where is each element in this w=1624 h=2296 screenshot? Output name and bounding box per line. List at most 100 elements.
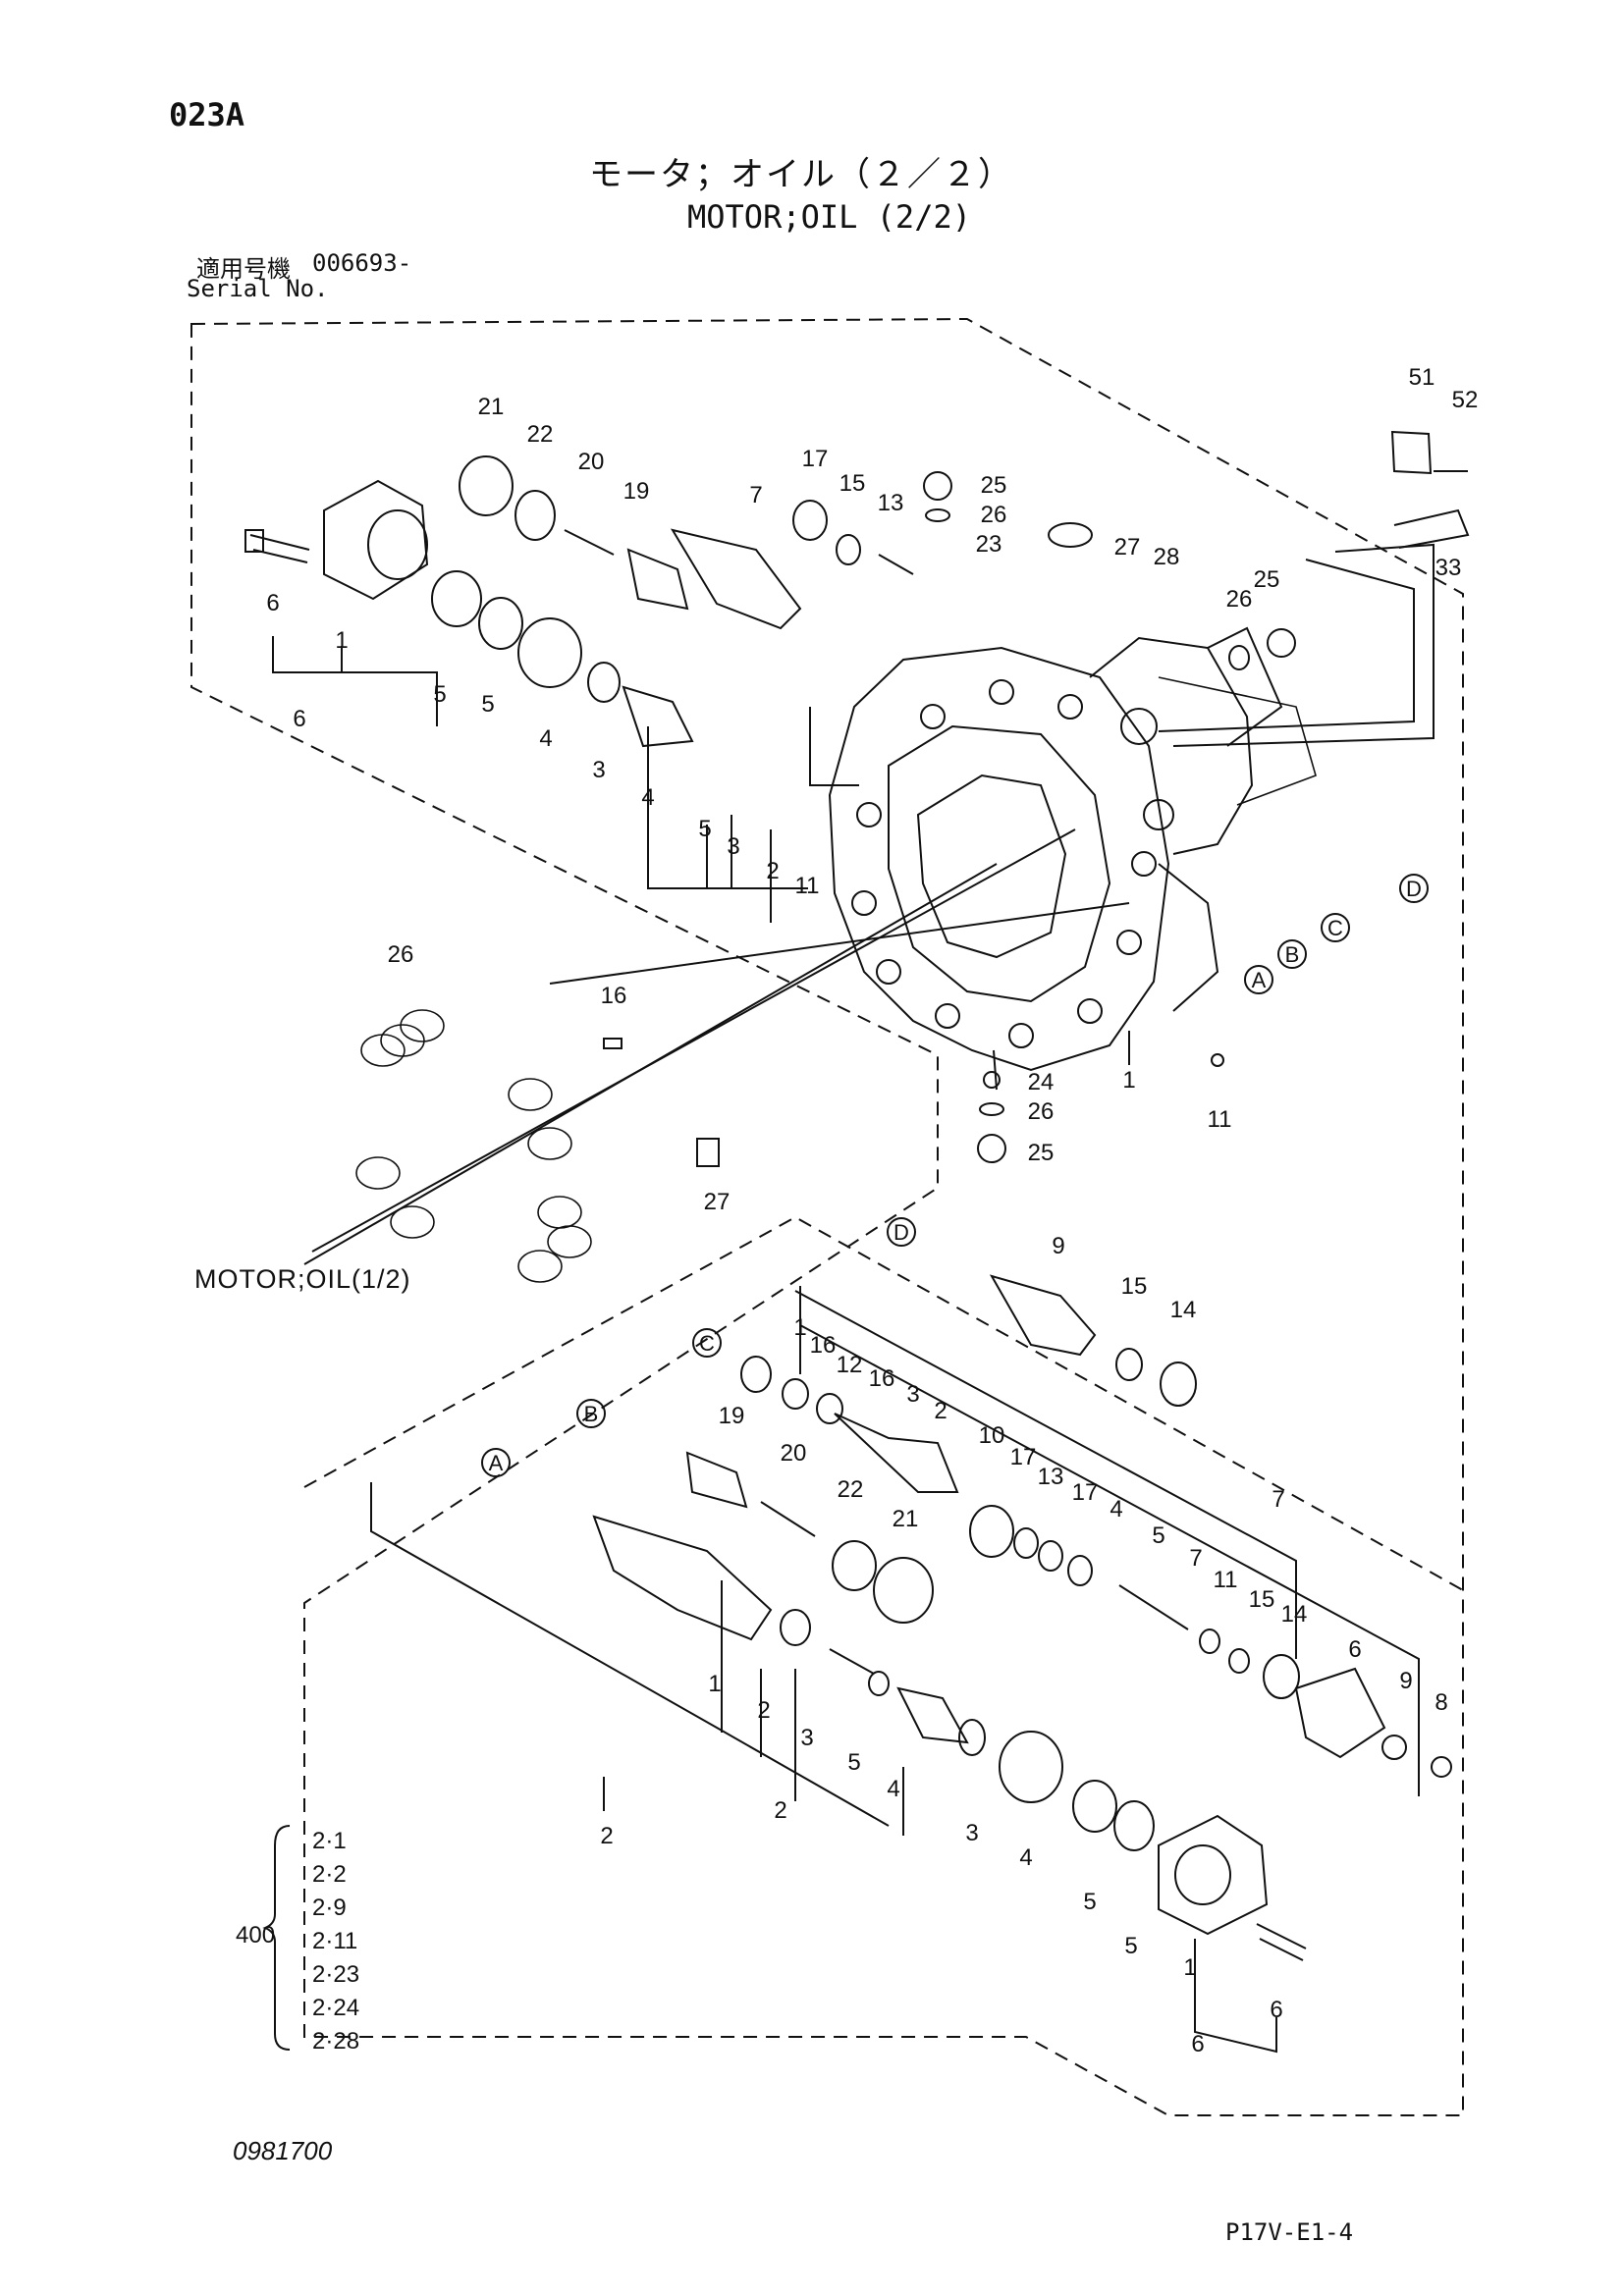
bracket-group-item: 2·23 xyxy=(312,1961,360,1988)
sleeve-4-upper xyxy=(622,685,694,748)
spool-7-upper xyxy=(670,528,802,630)
callout: 6 xyxy=(1270,1997,1282,2023)
title-japanese: モータ；オイル（２／２） xyxy=(589,155,1013,194)
circle-ref-letter: D xyxy=(893,1220,909,1245)
callout: 26 xyxy=(981,502,1007,528)
pin-16-upper xyxy=(603,1038,623,1049)
part-10-lower xyxy=(969,1505,1014,1558)
callout: 5 xyxy=(847,1749,860,1776)
callout: 27 xyxy=(704,1189,731,1215)
spring-13-upper xyxy=(878,554,914,575)
spring-4-upper xyxy=(517,617,582,688)
circled-reference-markers xyxy=(481,874,1429,1477)
callout: 5 xyxy=(1124,1933,1137,1959)
callout: 9 xyxy=(1399,1668,1412,1694)
callout: 4 xyxy=(887,1776,899,1802)
callout: 27 xyxy=(1114,534,1141,561)
callout: 6 xyxy=(1191,2031,1204,2057)
callout: 33 xyxy=(1435,555,1462,581)
callout: 21 xyxy=(478,394,505,420)
circle-ref-a-lower xyxy=(481,1448,511,1477)
callout: 4 xyxy=(641,784,654,811)
callout: 20 xyxy=(781,1440,807,1467)
document-number: 0981700 xyxy=(233,2136,333,2165)
callout: 5 xyxy=(698,816,711,842)
callout: 16 xyxy=(601,983,627,1009)
o-ring-5-lower2 xyxy=(1113,1800,1155,1851)
circle-ref-b-upper xyxy=(1277,939,1307,969)
spring-3-lower xyxy=(829,1648,875,1675)
callout: 28 xyxy=(1154,544,1180,570)
spool-19-upper xyxy=(626,548,689,611)
spring-20-upper xyxy=(564,529,615,556)
o-ring-14-lower xyxy=(1263,1654,1300,1699)
callout: 52 xyxy=(1452,387,1479,413)
ring-13-lower xyxy=(1038,1540,1063,1572)
callout: 7 xyxy=(1189,1545,1202,1572)
callout: 19 xyxy=(623,478,650,505)
callout: 1 xyxy=(793,1314,806,1341)
plate-51 xyxy=(1390,430,1433,475)
callout: 6 xyxy=(1348,1636,1361,1663)
callout: 16 xyxy=(869,1365,895,1392)
callout: 16 xyxy=(810,1332,837,1359)
callout: 14 xyxy=(1281,1601,1308,1628)
spring-4-lower xyxy=(999,1731,1063,1803)
housing-6-lower xyxy=(1294,1667,1386,1759)
callout: 23 xyxy=(976,531,1002,558)
o-ring-5-upper xyxy=(431,570,482,627)
bracket-group-item: 2·9 xyxy=(312,1895,347,1921)
pin-27-lower xyxy=(696,1138,720,1167)
ring-12-lower xyxy=(782,1378,809,1410)
circle-ref-d-lower xyxy=(887,1217,916,1247)
o-ring-26-lower xyxy=(979,1102,1004,1116)
callout: 7 xyxy=(1272,1486,1284,1513)
callout: 2 xyxy=(757,1697,770,1724)
circle-ref-letter: B xyxy=(584,1402,599,1426)
callout: 15 xyxy=(1249,1586,1275,1613)
plug-8-lower xyxy=(1431,1756,1452,1778)
callout: 26 xyxy=(388,941,414,968)
upper-left-flange-illustration xyxy=(244,479,429,601)
callout: 51 xyxy=(1409,364,1435,391)
callout: 25 xyxy=(1254,566,1280,593)
circle-ref-letter: C xyxy=(1327,916,1343,940)
ring-17-lower xyxy=(1013,1527,1039,1559)
plug-25-lower xyxy=(977,1134,1006,1163)
part-26-right xyxy=(1228,645,1250,670)
callout: 13 xyxy=(1038,1464,1064,1490)
callout: 15 xyxy=(1121,1273,1148,1300)
plug-24 xyxy=(983,1071,1001,1089)
callout: 1 xyxy=(708,1671,721,1697)
bracket-group-item: 2·2 xyxy=(312,1861,347,1888)
part-17-upper xyxy=(792,500,828,541)
callout: 2 xyxy=(934,1398,947,1424)
spool-1-lower xyxy=(592,1515,773,1641)
callout: 1 xyxy=(335,627,348,654)
callout: 2 xyxy=(766,858,779,884)
callout: 22 xyxy=(527,421,554,448)
serial-label-en: Serial No. xyxy=(187,275,329,302)
plug-27-upper xyxy=(1048,522,1093,548)
part-11-lower xyxy=(1199,1629,1220,1654)
circle-ref-letter: C xyxy=(699,1331,715,1356)
bracket-group-item: 2·28 xyxy=(312,2028,360,2055)
callout: 5 xyxy=(1152,1522,1164,1549)
callout: 2 xyxy=(774,1797,786,1824)
callout: 11 xyxy=(1208,1106,1232,1133)
callout: 15 xyxy=(839,470,866,497)
callout: 12 xyxy=(837,1352,863,1378)
plug-14-lower xyxy=(1160,1362,1197,1407)
circle-ref-d-upper xyxy=(1399,874,1429,903)
bracket-group-item: 2·24 xyxy=(312,1995,360,2021)
sleeve-4-lower xyxy=(896,1686,969,1744)
washer-5-lower xyxy=(1072,1780,1117,1833)
ring-5-lower xyxy=(868,1671,890,1696)
circle-ref-letter: A xyxy=(489,1451,504,1475)
callout: 5 xyxy=(433,681,446,708)
callout: 4 xyxy=(1110,1496,1122,1522)
o-ring-22-upper xyxy=(514,490,556,541)
lower-dashed-frame xyxy=(303,1215,1464,1591)
callout: 24 xyxy=(1028,1069,1055,1095)
page-reference: P17V-E1-4 xyxy=(1225,2218,1354,2246)
